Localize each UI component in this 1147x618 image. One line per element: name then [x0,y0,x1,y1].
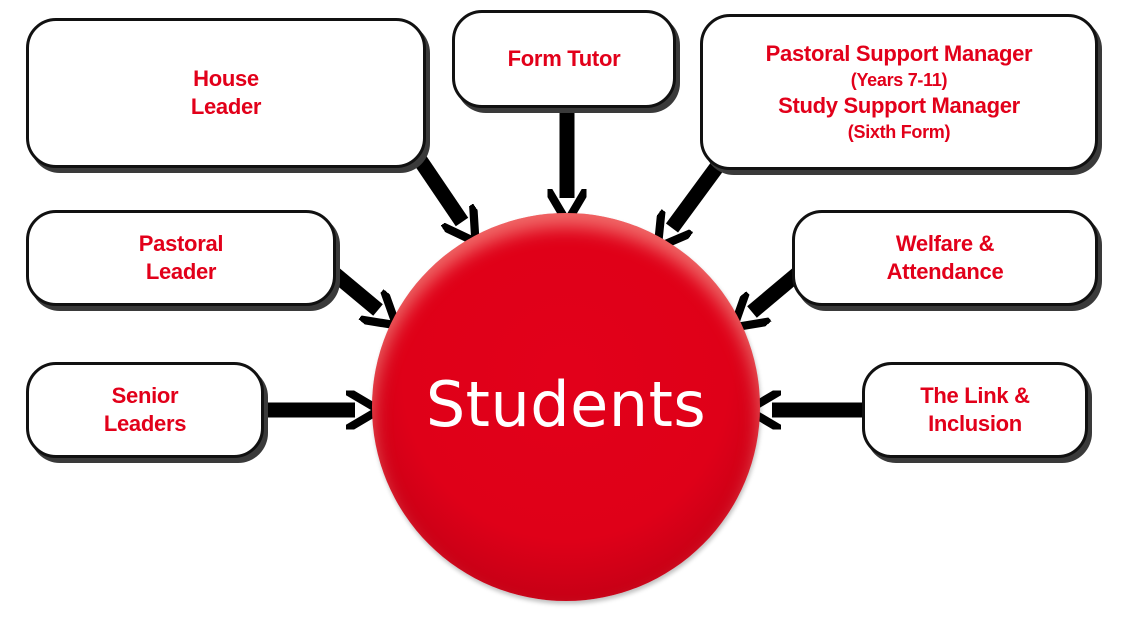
support-manager-line-1: Pastoral Support Manager [765,41,1033,66]
senior-leaders-box: Senior Leaders [26,362,264,458]
form-tutor-line-1: Form Tutor [507,46,621,71]
welfare-attendance-line-2: Attendance [886,259,1004,284]
pastoral-leader-box: Pastoral Leader [26,210,336,306]
students-label: Students [425,367,707,441]
senior-leaders-line-1: Senior [111,383,179,408]
senior-leaders-line-2: Leaders [103,411,187,436]
link-inclusion-line-1: The Link & [920,383,1030,408]
house-leader-box: House Leader [26,18,426,168]
link-inclusion-box: The Link & Inclusion [862,362,1088,458]
support-manager-line-2: (Years 7-11) [850,70,948,90]
welfare-attendance-box: Welfare & Attendance [792,210,1098,306]
welfare-attendance-line-1: Welfare & [895,231,995,256]
house-leader-line-1: House [193,66,259,91]
arrow-support-manager [672,155,729,228]
form-tutor-box: Form Tutor [452,10,676,108]
students-circle: Students [372,213,760,601]
support-manager-line-3: Study Support Manager [778,93,1020,118]
pastoral-leader-line-2: Leader [145,259,217,284]
link-inclusion-line-2: Inclusion [928,411,1022,436]
house-leader-line-2: Leader [190,94,262,119]
support-manager-line-4: (Sixth Form) [847,122,951,142]
support-manager-box: Pastoral Support Manager (Years 7-11) St… [700,14,1098,170]
pastoral-leader-line-1: Pastoral [138,231,224,256]
arrow-pastoral-leader [325,264,378,310]
arrow-house-leader [413,155,462,222]
